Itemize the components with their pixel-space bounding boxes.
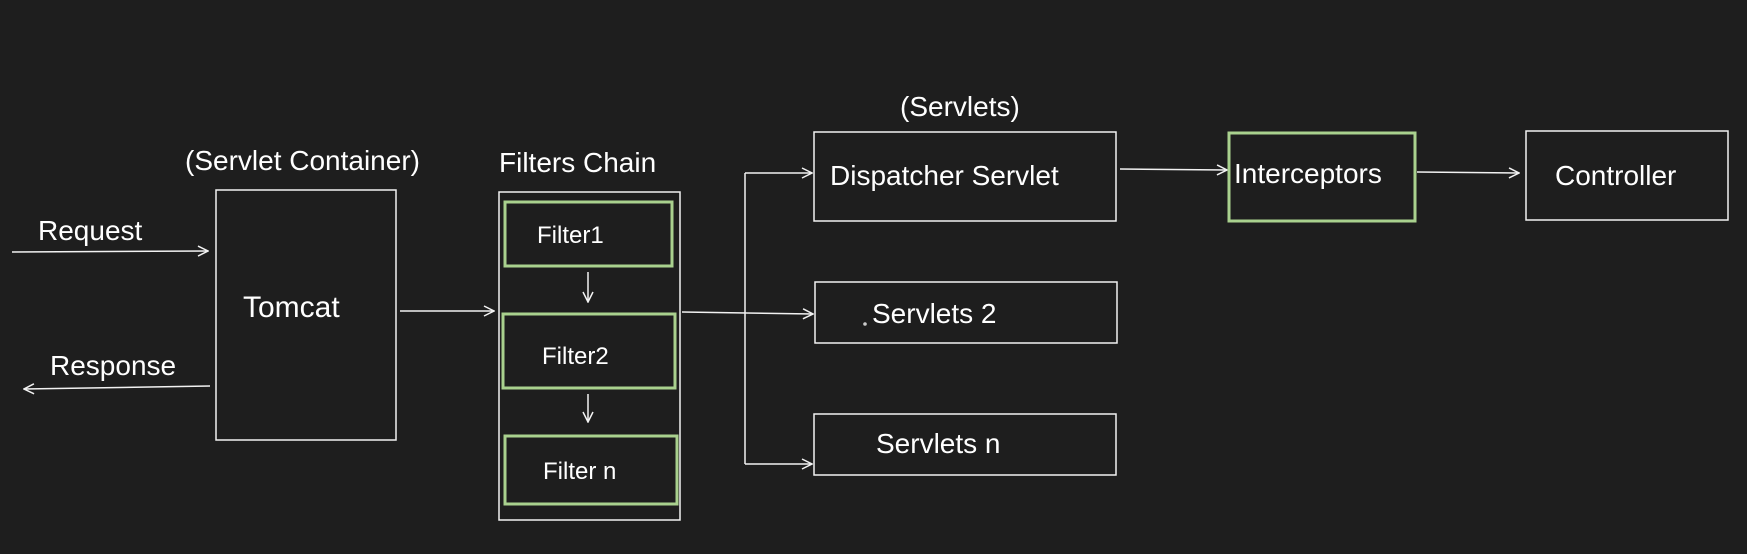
servlets-n-box (813, 413, 1117, 476)
interceptors-label: Interceptors (1234, 158, 1382, 189)
filter1-box (503, 200, 674, 268)
servlets-2-label: Servlets 2 (872, 298, 997, 329)
tomcat-label: Tomcat (243, 291, 340, 324)
controller-label: Controller (1555, 160, 1676, 191)
servlets-2-box (814, 281, 1118, 344)
servlets-2-dot (863, 322, 867, 326)
filter-n-box (503, 434, 679, 506)
dispatcher-servlet-box (813, 131, 1117, 222)
request-label: Request (38, 215, 143, 246)
tomcat-box (215, 189, 397, 441)
filter1-label: Filter1 (537, 222, 604, 249)
request-arrow (11, 251, 208, 252)
filters-to-servlets2-arrow (681, 312, 813, 314)
filter2-box (501, 312, 677, 390)
interceptors-to-controller-arrow (1416, 172, 1519, 173)
filter-n-label: Filter n (543, 458, 616, 485)
interceptors-box (1227, 131, 1417, 223)
filter2-label: Filter2 (542, 343, 609, 370)
filters-chain-label: Filters Chain (499, 147, 656, 178)
dispatcher-servlet-label: Dispatcher Servlet (830, 160, 1059, 191)
controller-box (1525, 130, 1729, 221)
filters-chain-box (498, 191, 681, 521)
servlets-group-label: (Servlets) (900, 91, 1020, 122)
servlets-n-label: Servlets n (876, 428, 1001, 459)
servlet-container-label: (Servlet Container) (185, 145, 420, 176)
response-label: Response (50, 350, 176, 381)
dispatcher-to-interceptors-arrow (1119, 169, 1227, 170)
response-arrow (24, 386, 211, 389)
